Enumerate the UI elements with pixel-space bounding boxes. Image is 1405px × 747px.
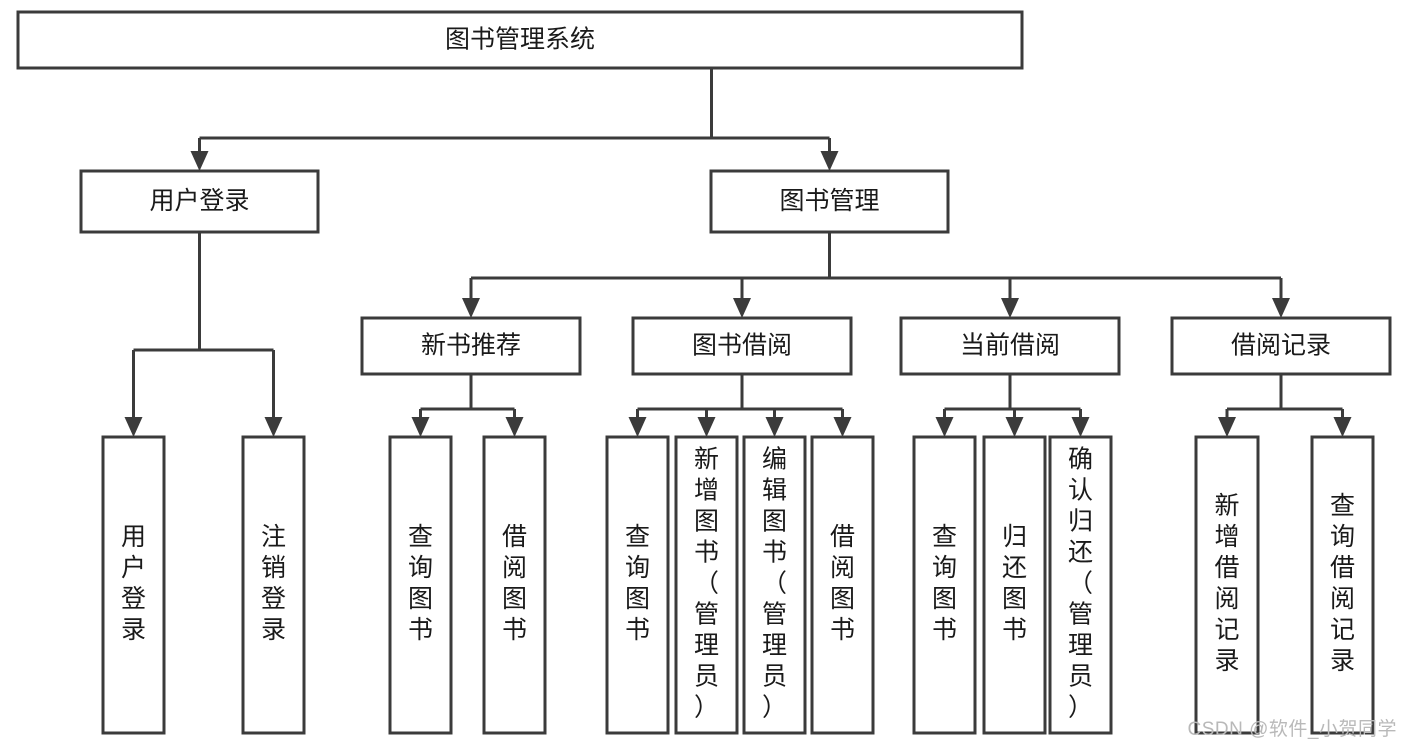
arrow-head-icon <box>1272 298 1290 318</box>
leaf-box[interactable] <box>674 435 739 735</box>
level3-node[interactable]: 图书借阅 <box>631 316 853 376</box>
watermark-label: CSDN @软件_小贺同学 <box>1187 719 1397 740</box>
leaf-node[interactable]: 借阅图书 <box>810 435 875 735</box>
leaf-box[interactable] <box>912 435 977 735</box>
root-box[interactable] <box>16 10 1024 70</box>
level3-box[interactable] <box>1170 316 1392 376</box>
leaf-node[interactable]: 新增图书（管理员） <box>674 435 739 735</box>
leaf-node[interactable]: 查询图书 <box>605 435 670 735</box>
arrow-head-icon <box>1071 417 1090 437</box>
leaf-node[interactable]: 查询图书 <box>912 435 977 735</box>
level3-box[interactable] <box>899 316 1121 376</box>
leaf-node[interactable]: 归还图书 <box>982 435 1047 735</box>
level2-label: 用户登录 <box>149 187 249 215</box>
leaf-node[interactable]: 查询图书 <box>388 435 453 735</box>
leaf-node[interactable]: 新增借阅记录 <box>1194 435 1260 735</box>
connector-layer <box>124 68 1352 437</box>
arrow-head-icon <box>1005 417 1024 437</box>
leaf-label: 查询借阅记录 <box>1330 492 1355 675</box>
leaf-box[interactable] <box>1310 435 1375 735</box>
leaf-label: 归还图书 <box>1002 523 1027 644</box>
level3-node[interactable]: 当前借阅 <box>899 316 1121 376</box>
leaf-label: 借阅图书 <box>830 523 855 644</box>
level3-node[interactable]: 借阅记录 <box>1170 316 1392 376</box>
root-node[interactable]: 图书管理系统 <box>16 10 1024 70</box>
leaf-node[interactable]: 编辑图书（管理员） <box>742 435 807 735</box>
level2-node[interactable]: 图书管理 <box>709 169 950 234</box>
leaf-label: 新增借阅记录 <box>1214 492 1239 675</box>
leaf-label: 查询图书 <box>932 523 957 644</box>
arrow-head-icon <box>833 417 852 437</box>
arrow-head-icon <box>733 298 751 318</box>
leaf-node[interactable]: 借阅图书 <box>482 435 547 735</box>
leaf-box[interactable] <box>101 435 166 735</box>
leaf-node[interactable]: 注销登录 <box>241 435 306 735</box>
arrow-head-icon <box>820 151 839 171</box>
level3-box[interactable] <box>360 316 582 376</box>
arrow-head-icon <box>124 417 143 437</box>
leaf-label: 注销登录 <box>261 523 286 644</box>
arrow-head-icon <box>411 417 430 437</box>
leaf-label: 确认归还（管理员） <box>1068 446 1093 722</box>
leaf-box[interactable] <box>241 435 306 735</box>
leaf-label: 查询图书 <box>408 523 433 644</box>
level3-node[interactable]: 新书推荐 <box>360 316 582 376</box>
level3-label: 图书借阅 <box>692 332 792 360</box>
leaf-label: 编辑图书（管理员） <box>762 446 787 722</box>
leaf-box[interactable] <box>810 435 875 735</box>
level2-label: 图书管理 <box>779 187 879 215</box>
leaf-box[interactable] <box>742 435 807 735</box>
leaf-node[interactable]: 用户登录 <box>101 435 166 735</box>
level2-node[interactable]: 用户登录 <box>79 169 320 234</box>
arrow-head-icon <box>628 417 647 437</box>
leaf-box[interactable] <box>605 435 670 735</box>
level3-label: 当前借阅 <box>960 332 1060 360</box>
level3-box[interactable] <box>631 316 853 376</box>
root-label: 图书管理系统 <box>445 26 595 54</box>
node-layer: 图书管理系统用户登录图书管理新书推荐图书借阅当前借阅借阅记录用户登录注销登录查询… <box>16 10 1392 735</box>
level2-box[interactable] <box>79 169 320 234</box>
arrow-head-icon <box>935 417 954 437</box>
level2-box[interactable] <box>709 169 950 234</box>
level3-label: 新书推荐 <box>421 332 521 360</box>
leaf-label: 新增图书（管理员） <box>694 446 719 722</box>
leaf-box[interactable] <box>388 435 453 735</box>
arrow-head-icon <box>505 417 524 437</box>
arrow-head-icon <box>1333 417 1352 437</box>
arrow-head-icon <box>697 417 716 437</box>
leaf-box[interactable] <box>1048 435 1113 735</box>
arrow-head-icon <box>264 417 283 437</box>
leaf-box[interactable] <box>1194 435 1260 735</box>
leaf-node[interactable]: 确认归还（管理员） <box>1048 435 1113 735</box>
leaf-label: 借阅图书 <box>502 523 527 644</box>
leaf-label: 查询图书 <box>625 523 650 644</box>
leaf-box[interactable] <box>482 435 547 735</box>
leaf-node[interactable]: 查询借阅记录 <box>1310 435 1375 735</box>
arrow-head-icon <box>190 151 209 171</box>
leaf-box[interactable] <box>982 435 1047 735</box>
arrow-head-icon <box>1218 417 1236 437</box>
arrow-head-icon <box>1001 298 1019 318</box>
level3-label: 借阅记录 <box>1231 332 1331 360</box>
arrow-head-icon <box>462 298 480 318</box>
leaf-label: 用户登录 <box>121 523 146 644</box>
arrow-head-icon <box>765 417 784 437</box>
